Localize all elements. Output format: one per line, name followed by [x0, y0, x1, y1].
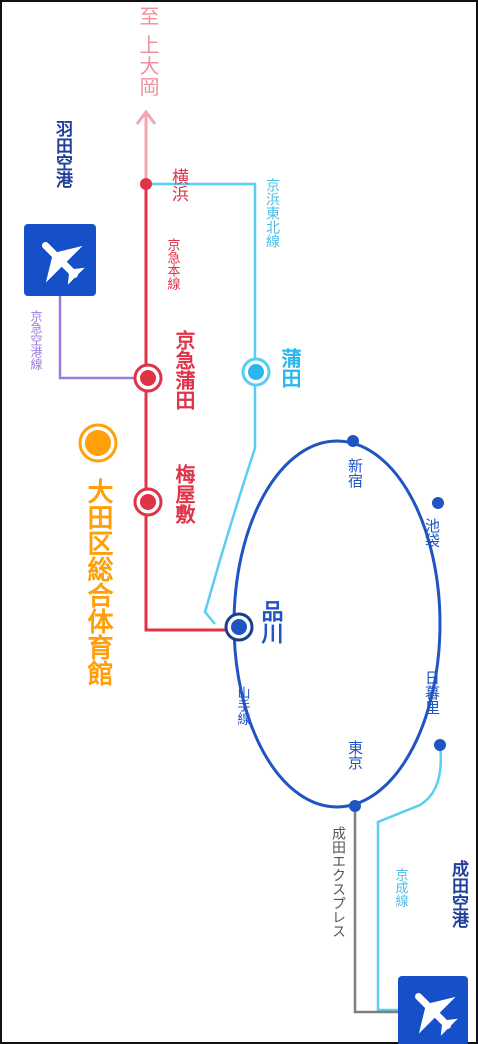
station-tokyo-label: 東京: [346, 740, 364, 771]
yamanote-line-label: 山手線: [235, 686, 251, 725]
station-shinjuku-label: 新宿: [346, 458, 364, 488]
narita-airport-label: 成田空港: [448, 859, 469, 929]
narita-airport-badge: [398, 976, 468, 1044]
station-kamata-label: 蒲田: [278, 347, 302, 388]
venue-marker: [78, 423, 118, 463]
keisei-line-label: 京成線: [393, 868, 409, 907]
station-nippori-label: 日暮里: [423, 670, 441, 715]
station-umeyashiki-marker: [133, 487, 163, 517]
direction-label: 至 上大岡: [136, 6, 160, 97]
station-yokohama-marker: [140, 178, 152, 190]
station-umeyashiki-label: 梅屋敷: [172, 463, 196, 525]
keikyu-main-line-label: 京急本線: [165, 238, 181, 290]
keikyu-main-line: [144, 180, 239, 632]
keihin-tohoku-line: [146, 182, 257, 625]
station-shinagawa-marker: [224, 612, 254, 642]
airplane-icon: [42, 242, 85, 285]
keihin-tohoku-line-label: 京浜東北線: [264, 178, 280, 248]
station-kamata-marker: [241, 357, 271, 387]
venue-label: 大田区総合体育館: [83, 478, 113, 686]
station-shinagawa-label: 品川: [258, 600, 285, 644]
station-shinjuku-marker: [347, 435, 359, 447]
narita-express-line-label: 成田エクスプレス: [330, 826, 346, 938]
narita-express-line: [353, 806, 398, 1014]
station-yokohama-label: 横浜: [168, 168, 189, 202]
station-tokyo-marker: [349, 800, 361, 812]
direction-indicator: 至 上大岡: [135, 6, 160, 178]
station-nippori-marker: [434, 739, 446, 751]
haneda-airport-label: 羽田空港: [52, 120, 73, 189]
keisei-line: [376, 744, 442, 1012]
haneda-airport-badge: [24, 224, 96, 296]
keikyu-airport-line-label: 京急空港線: [29, 310, 43, 370]
station-keikyu-kamata-marker: [133, 363, 163, 393]
station-keikyu-kamata-label: 京急蒲田: [172, 329, 196, 410]
station-ikebukuro-label: 池袋: [423, 518, 441, 548]
station-ikebukuro-marker: [432, 497, 444, 509]
direction-arrow-icon: [135, 109, 157, 125]
keikyu-airport-line: [58, 296, 136, 380]
